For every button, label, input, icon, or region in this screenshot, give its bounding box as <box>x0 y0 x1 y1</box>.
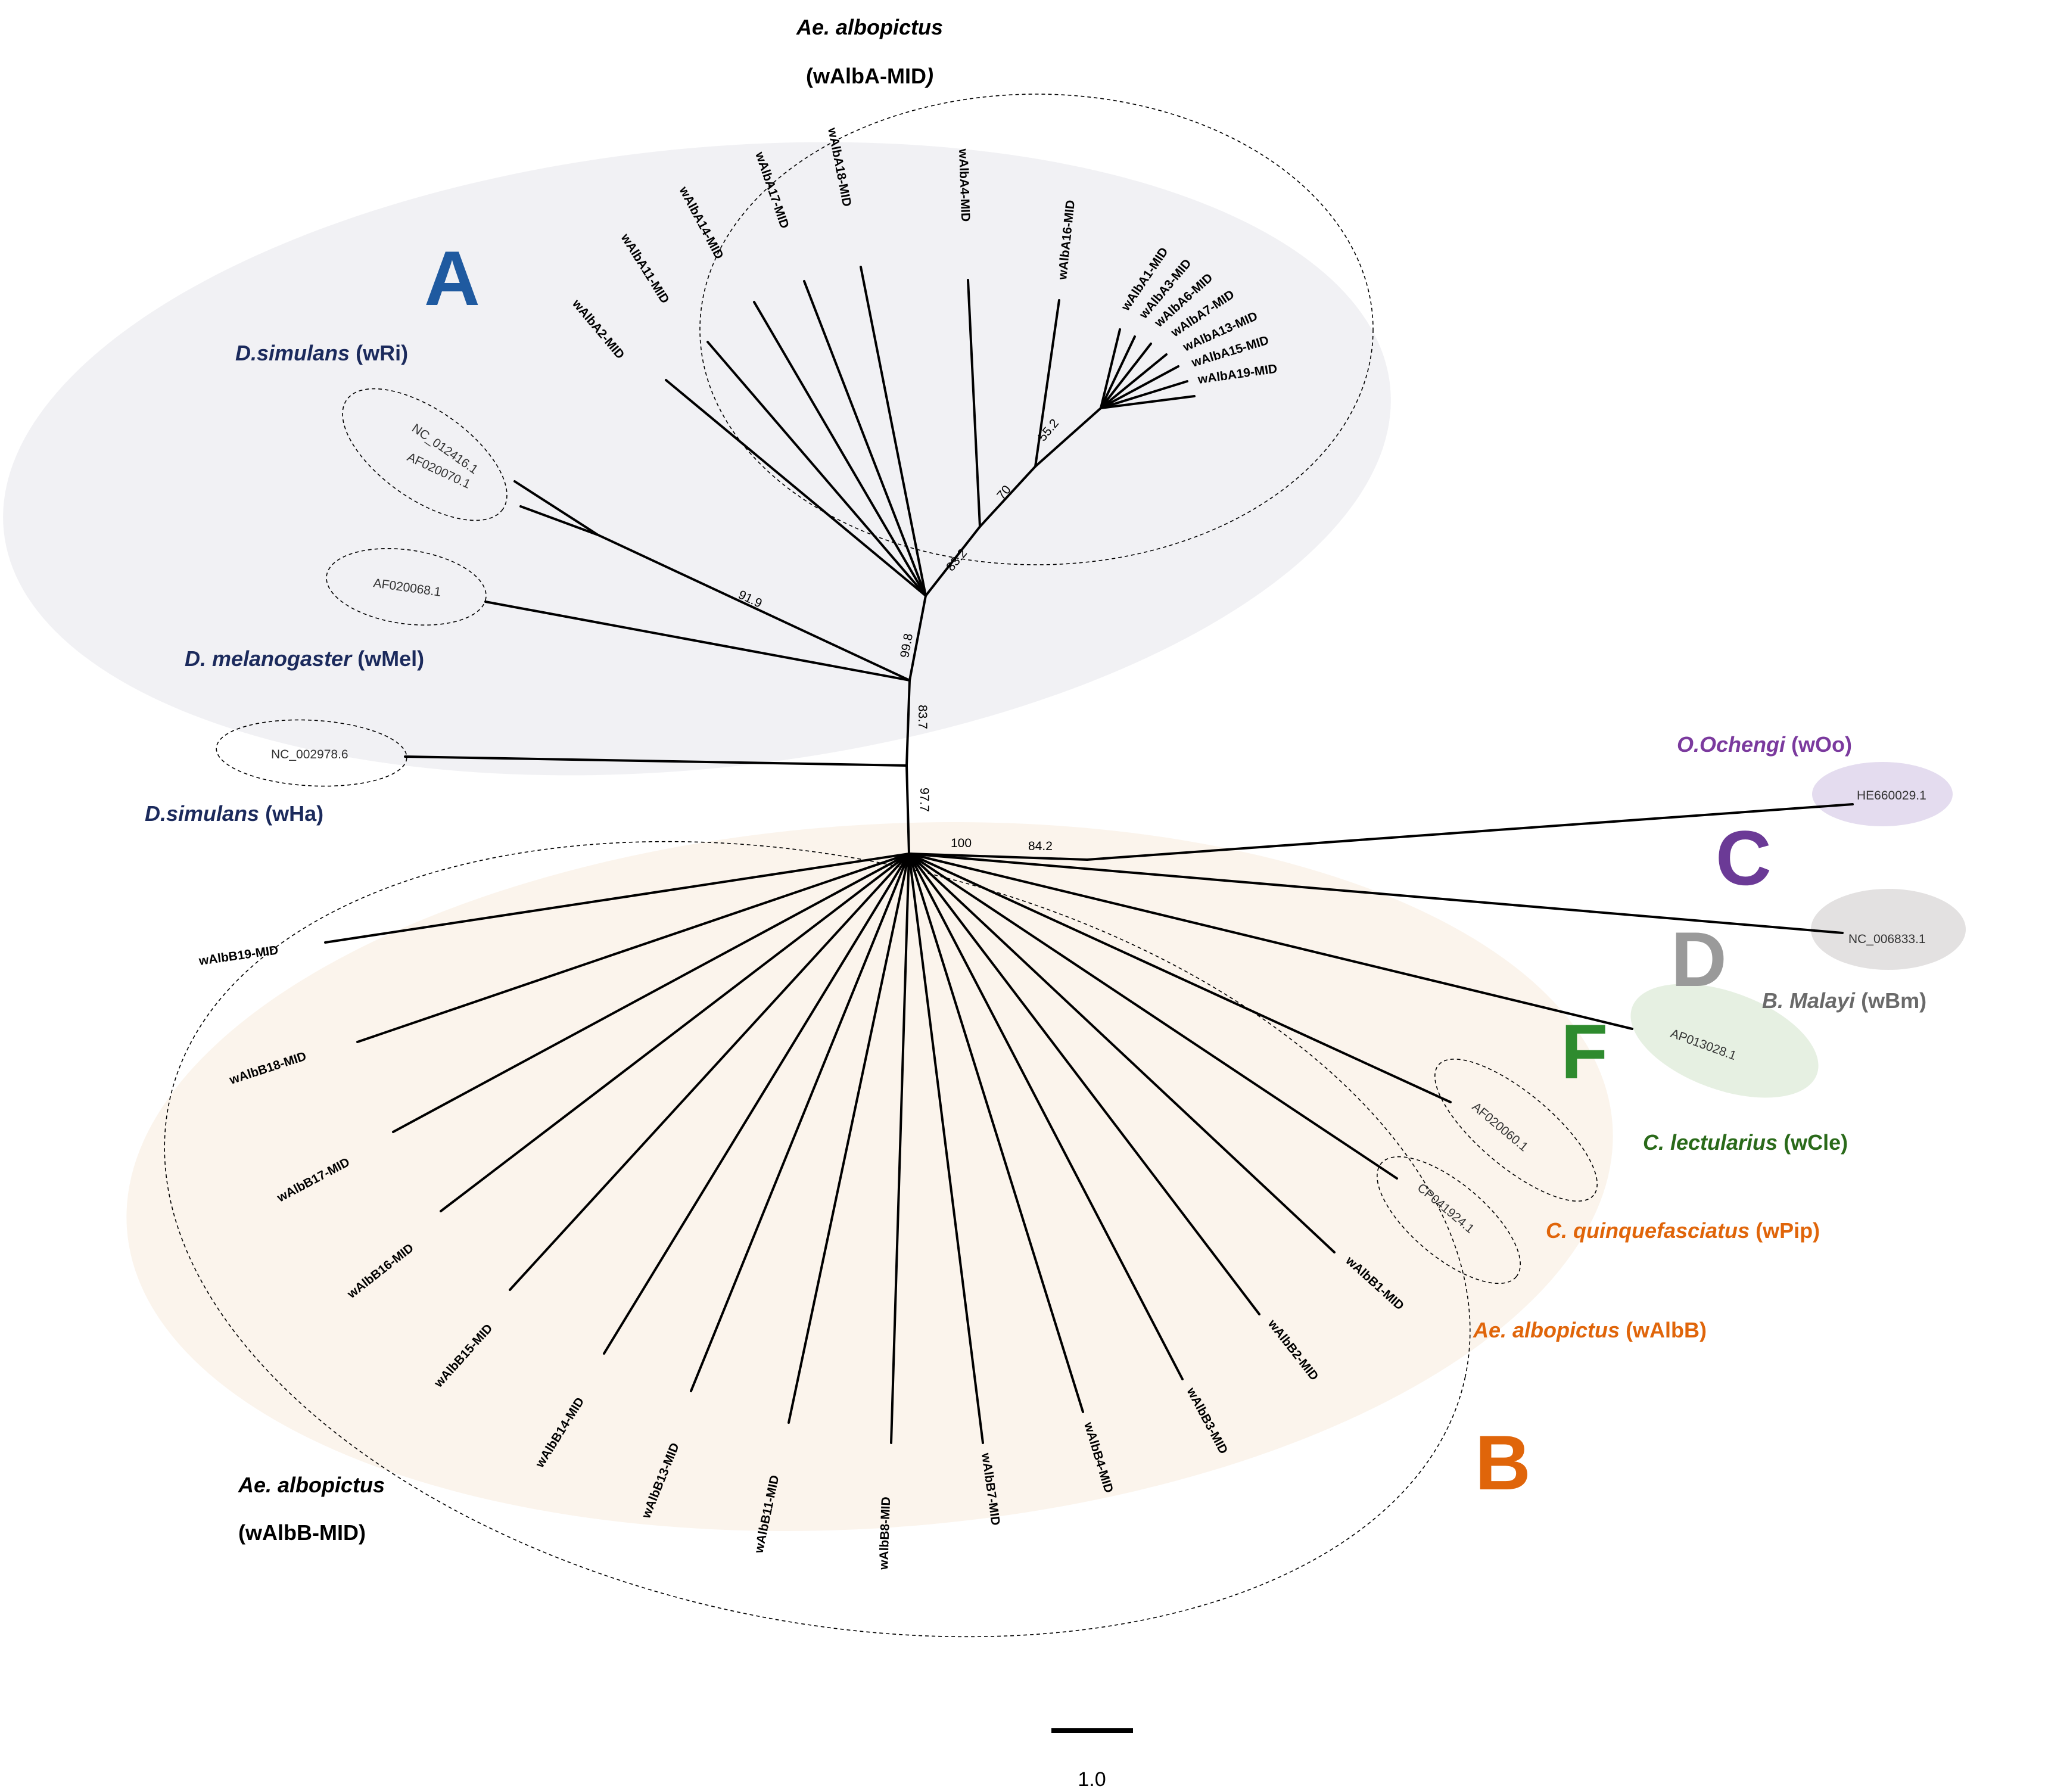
branch-he660029 <box>1086 803 1854 861</box>
branch-backbone-1 <box>908 595 927 682</box>
branch-af020060 <box>908 853 1452 1103</box>
branch-nc006833 <box>908 853 1844 934</box>
branch-walba11 <box>706 341 927 597</box>
branch-nc002978 <box>404 755 908 767</box>
title-walba-mid-species: Ae. albopictus <box>796 15 943 39</box>
branch-walbb16 <box>440 853 910 1212</box>
title-walbb: Ae. albopictus (wAlbB) <box>1473 1318 1707 1342</box>
title-wpip: C. quinquefasciatus (wPip) <box>1546 1218 1820 1243</box>
branch-walba-cluster-19 <box>1100 395 1196 409</box>
title-woo: O.Ochengi (wOo) <box>1677 732 1852 757</box>
tree-branches <box>324 266 1854 1444</box>
branch-walbb17 <box>392 853 910 1133</box>
leaf-label-walbb8: wAlbB8-MID <box>877 1497 893 1570</box>
wri-accession-outline <box>342 388 508 521</box>
branch-cdf-stem <box>908 853 1088 861</box>
title-wbm: B. Malayi (wBm) <box>1762 988 1926 1013</box>
walba-mid-cluster-outline <box>699 94 1374 565</box>
branch-walba-internal-3 <box>1034 407 1102 468</box>
branch-walbb8 <box>890 853 910 1444</box>
branch-walba17 <box>803 280 927 597</box>
branch-walbb18 <box>356 853 910 1043</box>
branch-nc012416 <box>513 480 599 536</box>
branch-walbb7 <box>908 853 984 1444</box>
title-wha: D.simulans (wHa) <box>145 801 323 826</box>
title-walbb-mid-strain: (wAlbB-MID) <box>238 1520 366 1545</box>
branch-walba18 <box>860 266 927 597</box>
branch-walba-cluster-7 <box>1100 353 1168 409</box>
branch-walbb11 <box>788 853 910 1424</box>
branch-walba2 <box>665 379 927 597</box>
accession-he660029: HE660029.1 <box>1857 789 1926 802</box>
supergroup-letters: A B C D F <box>424 235 1772 1506</box>
bootstrap-100: 100 <box>951 836 972 850</box>
supergroup-letter-a: A <box>424 235 480 322</box>
leaf-label-walba4: wAlbA4-MID <box>956 148 972 222</box>
branch-walbb14 <box>603 853 910 1355</box>
supergroup-letter-c: C <box>1716 814 1772 901</box>
bootstrap-97-7: 97.7 <box>917 788 931 812</box>
branch-ap013028 <box>908 853 1633 1030</box>
branch-walba-cluster-3 <box>1100 335 1136 409</box>
branch-walba-cluster-13 <box>1100 365 1179 409</box>
title-wmel: D. melanogaster (wMel) <box>185 646 424 671</box>
branch-walbb3 <box>908 853 1184 1380</box>
branch-walba14 <box>753 301 927 597</box>
branch-wri-stem <box>597 534 911 682</box>
supergroup-d-region <box>1811 889 1966 970</box>
branch-walba4 <box>967 279 981 528</box>
branch-walbb4 <box>908 853 1084 1413</box>
wpip-accession-outline <box>1434 1059 1598 1202</box>
branch-backbone-2 <box>905 679 911 767</box>
branch-walba16 <box>1034 299 1060 468</box>
accession-nc006833: NC_006833.1 <box>1848 932 1926 946</box>
branch-walbb15 <box>509 853 910 1291</box>
scale-bar: 1.0 <box>1051 1728 1133 1791</box>
title-walbb-mid-species: Ae. albopictus <box>238 1473 385 1497</box>
title-walba-mid-strain: (wAlbA-MID) <box>806 64 933 88</box>
supergroup-a-region <box>3 142 1391 776</box>
supergroup-letter-f: F <box>1561 1008 1608 1095</box>
bootstrap-84-2: 84.2 <box>1028 839 1053 853</box>
scale-bar-label: 1.0 <box>1078 1768 1106 1791</box>
branch-walbb2 <box>908 853 1260 1315</box>
supergroup-b-region <box>126 822 1613 1531</box>
wha-accession-outline <box>216 719 407 787</box>
branch-walbb19 <box>324 853 910 944</box>
branch-backbone-3 <box>905 764 910 855</box>
group-titles: Ae. albopictus (wAlbA-MID) D.simulans (w… <box>145 15 1926 1545</box>
branch-walba-cluster-6 <box>1100 343 1152 409</box>
branch-walba-cluster-15 <box>1100 380 1188 409</box>
supergroup-letter-b: B <box>1475 1419 1531 1506</box>
leaf-label-walbb19: wAlbB19-MID <box>198 943 279 968</box>
branch-walba-internal-2 <box>979 465 1036 528</box>
branch-walbb13 <box>690 853 910 1392</box>
supergroup-letter-d: D <box>1671 916 1727 1003</box>
branch-cp041924 <box>908 853 1398 1180</box>
wmel-accession-outline <box>326 547 487 626</box>
supergroup-c-region <box>1812 762 1953 826</box>
branch-af020068 <box>484 601 911 682</box>
branch-walbb1 <box>908 853 1336 1253</box>
branch-af020070 <box>519 505 599 536</box>
branch-walba-cluster-1 <box>1100 328 1121 409</box>
supergroup-f-region <box>1630 984 1819 1098</box>
title-wcle: C. lectularius (wCle) <box>1643 1130 1848 1155</box>
branch-walba-internal-1 <box>925 525 981 597</box>
walbb-accession-outline <box>1377 1156 1521 1284</box>
title-wri: D.simulans (wRi) <box>235 341 408 365</box>
bootstrap-83-7: 83.7 <box>916 705 929 729</box>
accession-nc002978: NC_002978.6 <box>271 748 348 761</box>
